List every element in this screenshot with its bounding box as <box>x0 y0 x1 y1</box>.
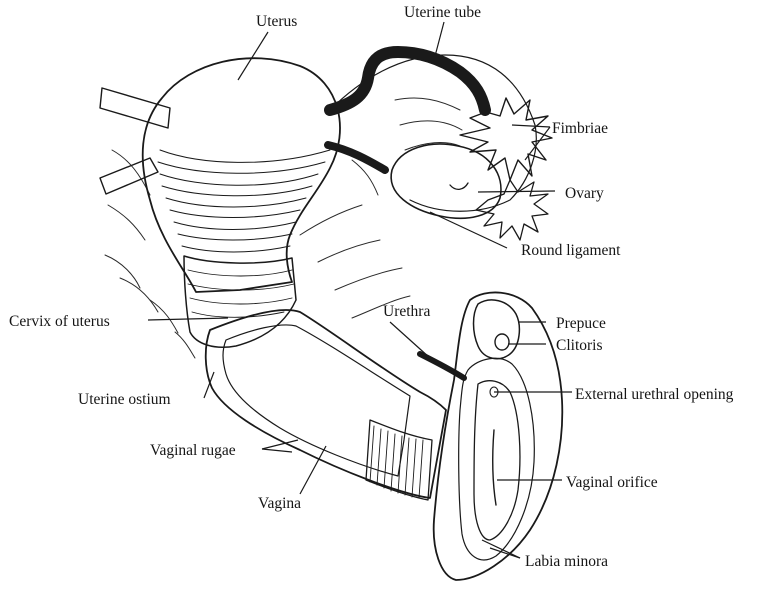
label-uterus: Uterus <box>256 13 297 30</box>
label-fimbriae: Fimbriae <box>552 120 608 137</box>
label-uterine-tube: Uterine tube <box>404 4 481 21</box>
vagina-distal-ribbed <box>366 420 432 500</box>
vagina-outer-wall <box>206 310 446 498</box>
vagina-ribs <box>370 426 423 498</box>
uterus-body <box>143 58 340 292</box>
label-prepuce: Prepuce <box>556 315 606 332</box>
clitoris-glans <box>495 334 509 350</box>
left-ligament-stump-upper <box>100 88 170 128</box>
ovary-detail <box>450 183 468 189</box>
vaginal-orifice-mark <box>493 430 496 505</box>
uterus-contour-lines <box>158 150 330 252</box>
cervix <box>184 256 296 347</box>
label-vaginal-rugae: Vaginal rugae <box>150 442 236 459</box>
label-ovary: Ovary <box>565 185 604 202</box>
label-uterine-ostium: Uterine ostium <box>78 391 171 408</box>
ovary <box>391 144 501 218</box>
label-urethra: Urethra <box>383 303 430 320</box>
label-round-ligament: Round ligament <box>521 242 621 259</box>
label-cervix: Cervix of uterus <box>9 313 110 330</box>
broad-ligament <box>330 55 536 211</box>
fimbriae-fringe <box>460 98 552 240</box>
label-clitoris: Clitoris <box>556 337 603 354</box>
label-vagina: Vagina <box>258 495 301 512</box>
prepuce-hood <box>474 300 520 359</box>
label-vaginal-orifice: Vaginal orifice <box>566 474 658 491</box>
label-labia-minora: Labia minora <box>525 553 608 570</box>
labia-minora-shape <box>474 381 520 540</box>
label-external-urethral-opening: External urethral opening <box>575 386 734 403</box>
vagina-lumen-rugae <box>223 325 410 476</box>
